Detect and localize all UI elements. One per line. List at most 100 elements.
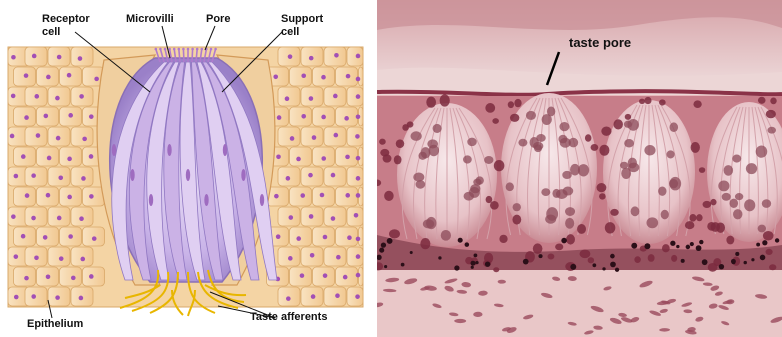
nucleus (467, 138, 476, 147)
basal-granule (731, 259, 736, 264)
nucleus (441, 230, 451, 241)
epithelial-cell (60, 267, 82, 286)
cell-nucleus (89, 154, 94, 159)
cell-nucleus (34, 256, 39, 261)
epithelial-cell (278, 87, 300, 106)
nucleus (563, 187, 574, 196)
cell-nucleus (333, 94, 338, 99)
cell-nucleus (310, 253, 315, 258)
epithelial-cell (324, 247, 346, 266)
nucleus (426, 97, 436, 108)
nucleus (402, 124, 408, 131)
cell-nucleus (21, 234, 26, 239)
cell-nucleus (11, 55, 16, 60)
nucleus (565, 207, 575, 216)
cell-nucleus (92, 236, 97, 241)
nucleus (548, 254, 555, 260)
taste-afferents-label: Taste afferents (250, 311, 327, 323)
receptor-nucleus (204, 194, 208, 206)
basal-granule (760, 255, 766, 261)
epithelial-cell (37, 227, 59, 246)
nucleus (570, 164, 580, 176)
cell-nucleus (59, 256, 64, 261)
nucleus (506, 182, 514, 191)
cell-nucleus (312, 135, 317, 140)
cell-nucleus (331, 216, 336, 221)
cell-nucleus (345, 155, 350, 160)
microvillus-tip (201, 48, 204, 51)
nucleus (699, 167, 705, 173)
epithelium-label: Epithelium (27, 318, 83, 330)
nucleus (433, 124, 442, 133)
nucleus (552, 189, 560, 198)
cell-nucleus (355, 294, 360, 299)
cell-nucleus (80, 257, 85, 262)
nucleus (661, 210, 669, 220)
basal-granule (387, 238, 393, 244)
receptor-nucleus (241, 169, 245, 181)
nucleus (565, 218, 574, 229)
epithelial-cell (290, 107, 312, 126)
nucleus (566, 234, 575, 244)
microvillus-tip (191, 48, 194, 51)
basal-granule (751, 258, 754, 261)
microvilli-label: Microvilli (126, 13, 174, 25)
nucleus (463, 155, 472, 163)
cell-nucleus (44, 114, 49, 119)
nucleus (389, 229, 400, 238)
nucleus (685, 221, 694, 229)
cell-nucleus (356, 54, 361, 59)
basal-granule (475, 261, 478, 264)
cell-nucleus (288, 256, 293, 261)
basal-granule (670, 241, 675, 246)
cell-nucleus (277, 115, 282, 120)
cell-nucleus (356, 156, 361, 161)
cell-nucleus (320, 193, 325, 198)
cell-nucleus (58, 175, 63, 180)
nucleus (420, 238, 430, 249)
nucleus (411, 131, 422, 141)
nucleus (533, 142, 543, 150)
nucleus (610, 209, 618, 216)
nucleus (547, 107, 555, 117)
nucleus (577, 224, 586, 234)
cell-nucleus (11, 214, 16, 219)
cell-nucleus (34, 94, 39, 99)
cell-nucleus (55, 295, 60, 300)
microvillus-tip (187, 48, 190, 51)
nucleus (693, 100, 701, 108)
cell-nucleus (309, 214, 314, 219)
microvillus-tip (182, 48, 185, 51)
basal-granule (631, 243, 637, 249)
epithelial-cell (25, 167, 47, 186)
nucleus (469, 187, 480, 198)
epithelial-cell (324, 287, 346, 306)
nucleus (628, 163, 639, 173)
nucleus (758, 225, 766, 233)
cell-nucleus (36, 133, 41, 138)
cell-nucleus (347, 235, 352, 240)
microvillus-tip (178, 48, 181, 51)
basal-granule (410, 251, 413, 254)
microvillus-tip (155, 48, 158, 51)
receptor-nucleus (186, 169, 190, 181)
cell-nucleus (356, 114, 361, 119)
nucleus (722, 193, 731, 201)
basal-granule (681, 259, 685, 263)
cell-nucleus (311, 294, 316, 299)
basal-granule (471, 261, 476, 266)
epithelial-surface (377, 91, 782, 95)
receptor-cell-label-1: Receptor (42, 13, 90, 25)
basal-granule (561, 238, 567, 244)
epithelial-cell (14, 187, 36, 206)
basal-granule (570, 264, 576, 270)
nucleus (735, 193, 743, 200)
cell-nucleus (276, 234, 281, 239)
nucleus (756, 145, 768, 157)
nucleus (486, 196, 493, 203)
cell-nucleus (89, 114, 94, 119)
cell-nucleus (300, 193, 305, 198)
nucleus (541, 188, 550, 196)
cell-nucleus (309, 56, 314, 61)
cell-nucleus (285, 96, 290, 101)
